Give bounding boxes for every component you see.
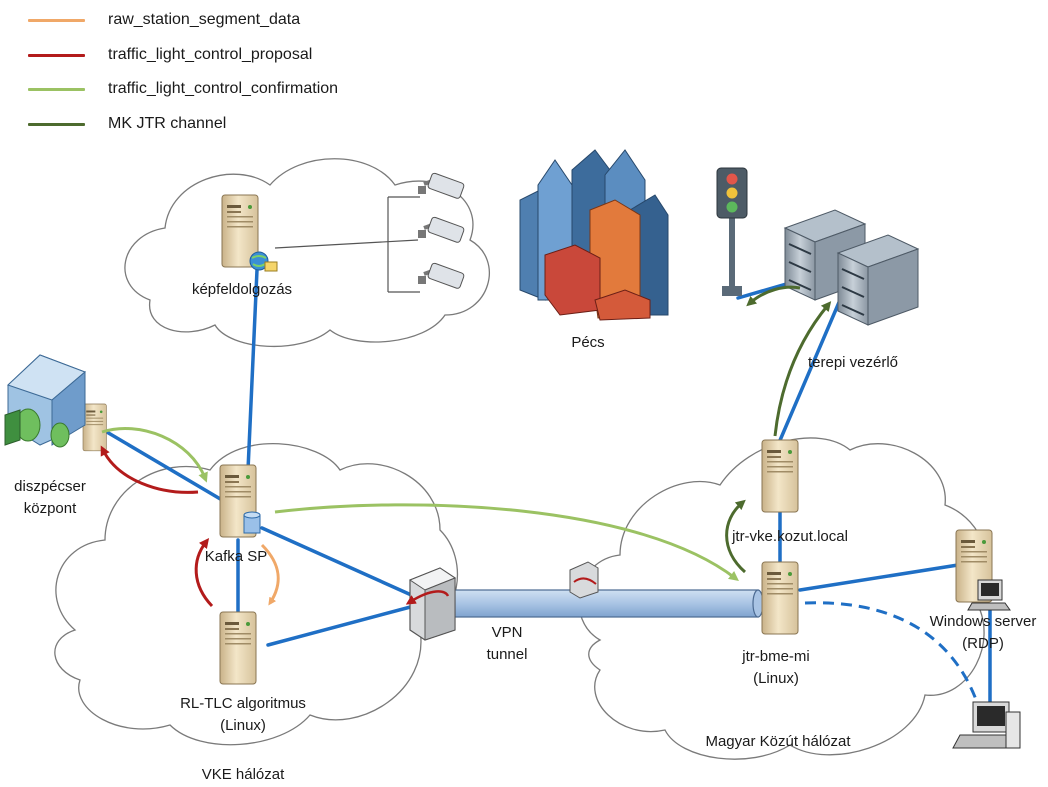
building-icon xyxy=(4,354,86,448)
globe-icon xyxy=(249,251,278,272)
camera-bracket xyxy=(274,196,420,293)
label-rltlc-2: (Linux) xyxy=(220,717,266,734)
legend-swatch xyxy=(28,123,85,126)
server-icon xyxy=(219,611,257,685)
flow-confirmation-to-jtrbme xyxy=(274,503,739,582)
link-kafka-vpn xyxy=(260,526,420,600)
link-rdp-dashed xyxy=(804,601,980,706)
label-diszpecser-2: központ xyxy=(23,500,77,517)
label-network-magyar-kozut: Magyar Közút hálózat xyxy=(705,733,851,750)
workstation-icon xyxy=(967,579,1011,611)
flow-proposal-to-dispatch xyxy=(100,445,199,494)
flow-proposal-to-kafka xyxy=(194,538,214,608)
cloud-vke xyxy=(54,442,459,746)
flow-confirmation-to-kafka xyxy=(101,427,208,483)
legend-label: MK JTR channel xyxy=(108,115,227,132)
label-vpn-1: VPN xyxy=(491,624,523,641)
link-diszpecser-kafka xyxy=(98,426,224,502)
label-kafka: Kafka SP xyxy=(204,548,268,565)
label-rltlc-1: RL-TLC algoritmus xyxy=(180,695,306,712)
label-pecs: Pécs xyxy=(571,334,605,351)
legend-label: traffic_light_control_confirmation xyxy=(108,80,339,97)
firewall-icon xyxy=(569,561,599,599)
legend-swatch xyxy=(28,54,85,57)
network-links xyxy=(98,268,992,712)
legend-label: raw_station_segment_data xyxy=(108,11,301,28)
label-jtr-bme-1: jtr-bme-mi xyxy=(742,648,810,665)
label-windows-1: Windows server xyxy=(929,613,1037,630)
label-diszpecser-1: diszpécser xyxy=(14,478,86,495)
legend-swatch xyxy=(28,19,85,22)
database-icon xyxy=(243,511,261,534)
label-jtr-bme-2: (Linux) xyxy=(753,670,799,687)
legend-swatch xyxy=(28,88,85,91)
legend-item: MK JTR channel xyxy=(28,114,448,134)
city-icon xyxy=(519,149,669,321)
label-terepi: terepi vezérlő xyxy=(807,354,899,371)
camera-icon xyxy=(418,216,465,243)
label-network-vke: VKE hálózat xyxy=(201,766,285,783)
firewall-icon xyxy=(408,567,457,641)
server-icon xyxy=(82,403,107,452)
label-jtr-vke: jtr-vke.kozut.local xyxy=(732,528,848,545)
traffic-light-icon xyxy=(716,167,748,296)
flow-terepi-to-lamp xyxy=(746,285,801,307)
label-vpn-2: tunnel xyxy=(486,646,528,663)
label-kepfeldolgozas: képfeldolgozás xyxy=(191,281,293,298)
server-icon xyxy=(761,561,799,635)
label-windows-2: (RDP) xyxy=(962,635,1004,652)
link-jtrbme-windows xyxy=(798,563,960,592)
legend-item: traffic_light_control_proposal xyxy=(28,45,448,65)
server-rack-icon xyxy=(783,209,920,326)
link-kepfeldolgozas-kafka xyxy=(246,268,259,472)
camera-icon xyxy=(418,172,465,199)
link-jtrvke-terepi xyxy=(776,298,842,447)
cloud-kepfeldolgozas xyxy=(124,158,490,347)
vpn-tunnel xyxy=(439,589,764,618)
flow-raw-to-rltlc xyxy=(260,543,280,606)
legend-label: traffic_light_control_proposal xyxy=(108,46,313,63)
server-icon xyxy=(761,439,799,513)
link-rltlc-vpn xyxy=(266,603,420,647)
workstation-icon xyxy=(952,701,1021,749)
camera-icon xyxy=(418,262,465,289)
flow-jtr-to-terepi xyxy=(773,301,832,437)
legend-item: traffic_light_control_confirmation xyxy=(28,79,448,99)
legend-item: raw_station_segment_data xyxy=(28,10,448,30)
flow-jtr-bme-to-vke xyxy=(725,499,746,574)
flow-proposal-vpn xyxy=(405,590,450,605)
